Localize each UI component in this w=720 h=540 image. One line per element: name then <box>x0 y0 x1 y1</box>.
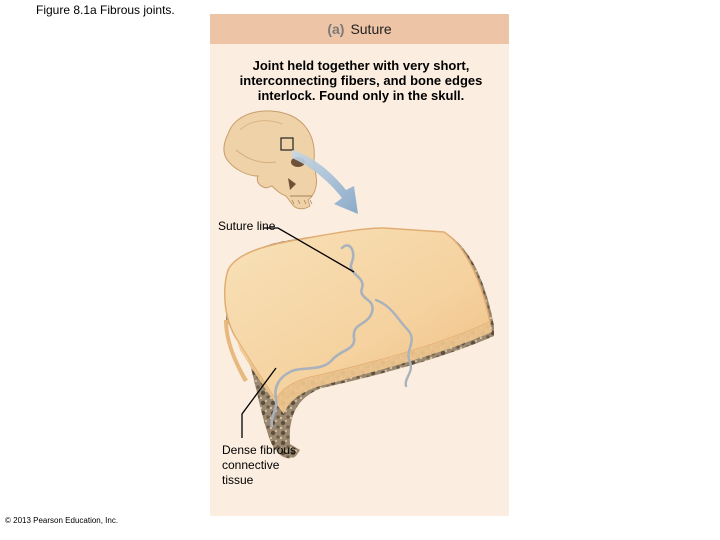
bone-block <box>223 227 494 459</box>
figure-title: Figure 8.1a Fibrous joints. <box>36 3 175 17</box>
dense-tissue-label: Dense fibrous connective tissue <box>222 443 297 487</box>
suture-line-label: Suture line <box>218 219 276 233</box>
suture-branch <box>374 298 413 388</box>
panel-description: Joint held together with very short, int… <box>239 58 483 103</box>
panel-title: Suture <box>350 21 392 37</box>
copyright-notice: © 2013 Pearson Education, Inc. <box>5 516 119 525</box>
panel-header: (a) Suture <box>210 14 509 44</box>
panel-letter: (a) <box>327 21 345 37</box>
zoom-arrow-icon <box>292 150 358 214</box>
skull-icon <box>223 110 317 210</box>
dense-tissue-leader-line <box>241 367 277 438</box>
suture-leader-line <box>264 227 355 273</box>
